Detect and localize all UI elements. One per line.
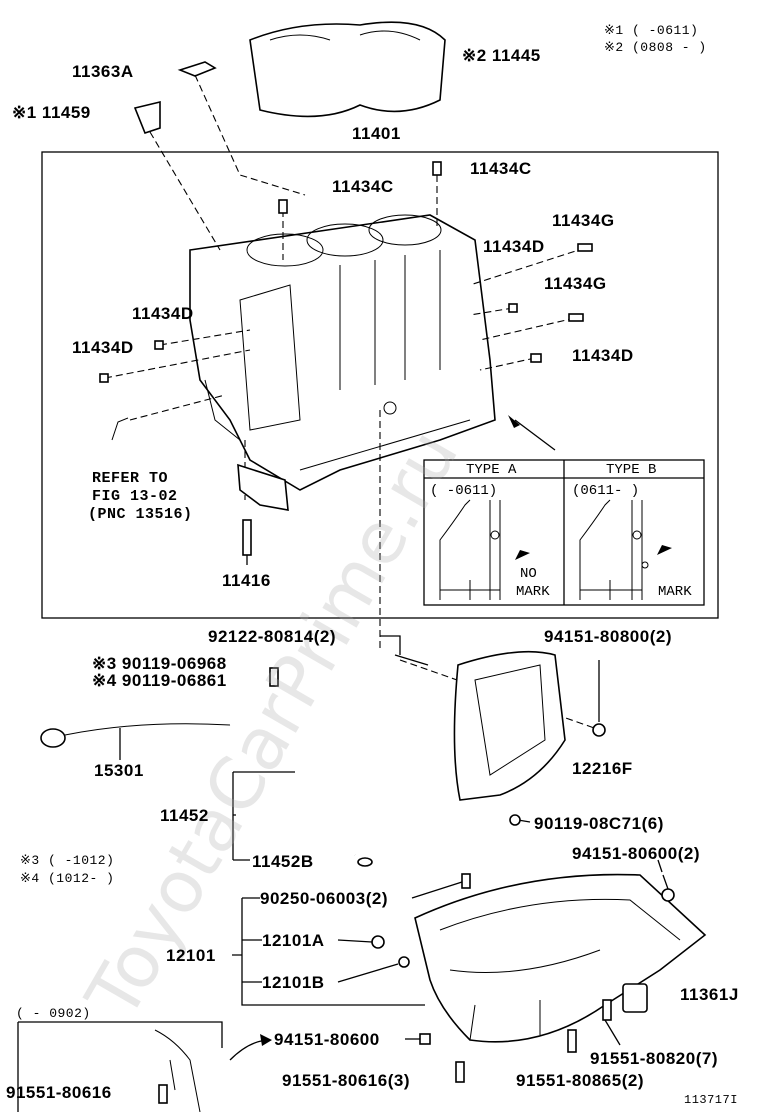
bearing-cap <box>237 463 289 511</box>
refer-line-3: (PNC 13516) <box>88 506 193 523</box>
label-91551-80616-left[interactable]: 91551-80616 <box>6 1083 112 1102</box>
label-12101B[interactable]: 12101B <box>262 973 325 992</box>
label-90119-06861[interactable]: ※4 90119-06861 <box>92 671 227 690</box>
label-11401[interactable]: 11401 <box>352 124 401 143</box>
note-1: ※1 ( -0611) <box>604 23 699 38</box>
insulator-11445 <box>249 21 446 118</box>
note-2: ※2 (0808 - ) <box>604 40 707 55</box>
refer-line-2: FIG 13-02 <box>92 488 178 505</box>
label-91551-80865[interactable]: 91551-80865(2) <box>516 1071 644 1090</box>
label-11445[interactable]: ※2 11445 <box>462 46 541 65</box>
no-mark-2: MARK <box>516 584 550 600</box>
engine-block-frame <box>41 151 719 619</box>
label-90119-06968[interactable]: ※3 90119-06968 <box>92 654 227 673</box>
part-11459 <box>133 100 161 134</box>
part-11363A <box>177 61 217 77</box>
label-12101A[interactable]: 12101A <box>262 931 325 950</box>
label-11434C-2[interactable]: 11434C <box>332 177 394 196</box>
label-12101[interactable]: 12101 <box>166 946 216 965</box>
label-15301[interactable]: 15301 <box>94 761 144 780</box>
note-3: ※3 ( -1012) <box>20 853 115 868</box>
label-12216F[interactable]: 12216F <box>572 759 633 778</box>
type-a-range: ( -0611) <box>430 483 498 499</box>
label-92122[interactable]: 92122-80814(2) <box>208 627 336 646</box>
note-4: ※4 (1012- ) <box>20 871 115 886</box>
label-11434D-1[interactable]: 11434D <box>483 237 545 256</box>
type-b-title: TYPE B <box>606 462 657 478</box>
oil-baffle-12216F <box>453 650 566 801</box>
label-11452[interactable]: 11452 <box>160 806 209 825</box>
figure-id: 113717I <box>684 1093 738 1107</box>
oil-pan <box>414 873 707 1043</box>
note-bottom: ( - 0902) <box>16 1006 91 1021</box>
cylinder-block <box>189 214 496 491</box>
arrow-a <box>515 550 530 560</box>
label-91551-80820[interactable]: 91551-80820(7) <box>590 1049 718 1068</box>
label-11434D-3[interactable]: 11434D <box>72 338 134 357</box>
no-mark-1: NO <box>520 566 537 582</box>
label-11361J[interactable]: 11361J <box>680 985 739 1004</box>
label-11434G-2[interactable]: 11434G <box>544 274 607 293</box>
type-a-title: TYPE A <box>466 462 517 478</box>
mark-label: MARK <box>658 584 692 600</box>
label-11434D-2[interactable]: 11434D <box>132 304 194 323</box>
label-90250[interactable]: 90250-06003(2) <box>260 889 388 908</box>
gasket-11361J <box>622 983 648 1013</box>
label-90119-08C71[interactable]: 90119-08C71(6) <box>534 814 664 833</box>
label-11434D-4[interactable]: 11434D <box>572 346 634 365</box>
label-11459[interactable]: ※1 11459 <box>12 103 91 122</box>
label-11363A[interactable]: 11363A <box>72 62 134 81</box>
label-94151-80600-center[interactable]: 94151-80600 <box>274 1030 380 1049</box>
label-11434C-1[interactable]: 11434C <box>470 159 532 178</box>
label-11434G-1[interactable]: 11434G <box>552 211 615 230</box>
label-94151-80600-right[interactable]: 94151-80600(2) <box>572 844 700 863</box>
label-11416[interactable]: 11416 <box>222 571 271 590</box>
label-11452B[interactable]: 11452B <box>252 852 314 871</box>
arrow-b <box>657 545 672 555</box>
label-94151-80800[interactable]: 94151-80800(2) <box>544 627 672 646</box>
refer-line-1: REFER TO <box>92 470 169 487</box>
type-b-range: (0611- ) <box>572 483 640 499</box>
dipstick-handle <box>40 728 66 748</box>
label-91551-80616-center[interactable]: 91551-80616(3) <box>282 1071 410 1090</box>
